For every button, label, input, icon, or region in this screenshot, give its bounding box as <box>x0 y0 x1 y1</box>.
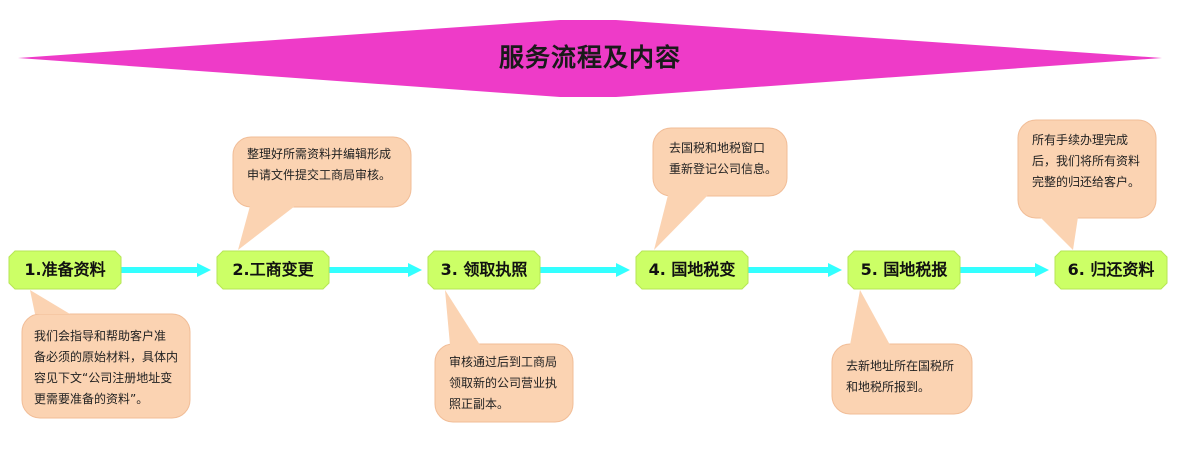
arrowhead-1 <box>197 263 211 277</box>
arrow-shaft-3 <box>540 267 616 273</box>
note-step-5: 去新地址所在国税所 和地税所报到。 <box>846 359 955 394</box>
step-4-label: 4. 国地税变 <box>648 260 736 279</box>
arrow-shaft-2 <box>329 267 408 273</box>
callout-1 <box>21 290 191 419</box>
callout-tail-3 <box>445 290 480 345</box>
callout-tail-5 <box>850 290 890 345</box>
callout-tail-2 <box>238 206 295 250</box>
arrow-shaft-4 <box>748 267 828 273</box>
arrowhead-3 <box>616 263 630 277</box>
step-6-label: 6. 归还资料 <box>1067 260 1155 279</box>
callout-tail-1 <box>30 290 70 314</box>
callout-6 <box>1017 119 1157 250</box>
title-banner <box>18 20 1162 97</box>
arrowhead-4 <box>828 263 842 277</box>
callout-bubble-6 <box>1017 119 1157 219</box>
callout-bubble-1 <box>21 313 191 419</box>
callout-tail-6 <box>1040 217 1078 250</box>
callout-bubble-5 <box>831 343 973 415</box>
callout-bubble-4 <box>652 127 788 197</box>
arrowhead-2 <box>408 263 422 277</box>
step-box-6 <box>1054 250 1168 290</box>
step-2-label: 2.工商变更 <box>232 260 314 279</box>
callout-bubble-3 <box>434 343 574 423</box>
note-step-2: 整理好所需资料并编辑形成 申请文件提交工商局审核。 <box>247 147 392 182</box>
step-box-1 <box>8 250 122 290</box>
step-box-3 <box>427 250 541 290</box>
arrowhead-5 <box>1035 263 1049 277</box>
note-step-6: 所有手续办理完成 后，我们将所有资料 完整的归还给客户。 <box>1032 133 1141 189</box>
step-1-label: 1.准备资料 <box>24 260 106 279</box>
callout-2 <box>232 136 412 250</box>
step-box-4 <box>635 250 749 290</box>
callout-bubble-2 <box>232 136 412 208</box>
connector-arrows <box>121 263 1049 277</box>
diagram-title: 服务流程及内容 <box>498 43 681 72</box>
step-5-label: 5. 国地税报 <box>860 260 948 279</box>
callout-tail-4 <box>654 195 708 250</box>
note-step-3: 审核通过后到工商局 领取新的公司营业执 照正副本。 <box>449 355 558 411</box>
step-3-label: 3. 领取执照 <box>440 260 528 279</box>
callout-4 <box>652 127 788 250</box>
note-step-4: 去国税和地税窗口 重新登记公司信息。 <box>669 141 778 176</box>
step-box-5 <box>847 250 961 290</box>
callout-5 <box>831 290 973 415</box>
step-box-2 <box>216 250 330 290</box>
arrow-shaft-1 <box>121 267 197 273</box>
callout-3 <box>434 290 574 423</box>
arrow-shaft-5 <box>960 267 1035 273</box>
note-step-1: 我们会指导和帮助客户准 备必须的原始材料，具体内 容见下文“公司注册地址变 更需… <box>34 329 179 406</box>
